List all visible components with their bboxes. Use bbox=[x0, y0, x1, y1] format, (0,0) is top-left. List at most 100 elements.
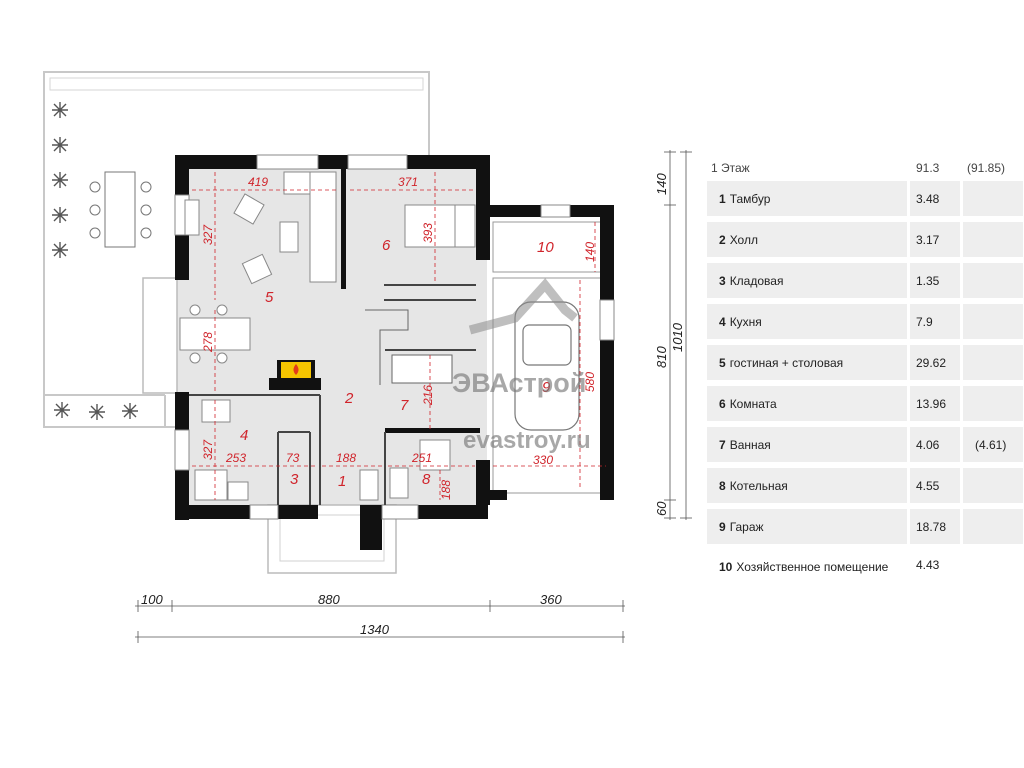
room-area: 3.48 bbox=[910, 181, 960, 216]
dimension-label: 188 bbox=[336, 451, 356, 465]
room-area: 7.9 bbox=[910, 304, 960, 339]
room-name: Хозяйственное помещение bbox=[736, 560, 889, 574]
room-area: 4.55 bbox=[910, 468, 960, 503]
room-area: 3.17 bbox=[910, 222, 960, 257]
room-number: 4 bbox=[240, 427, 248, 444]
room-number: 3 bbox=[290, 471, 299, 488]
room-area-alt: (4.61) bbox=[963, 427, 1023, 462]
watermark-logo: ЭВАстрой evastroy.ru bbox=[452, 278, 591, 454]
room-area: 13.96 bbox=[910, 386, 960, 421]
dimension-label: 580 bbox=[583, 372, 597, 392]
dimension-label: 327 bbox=[201, 224, 215, 245]
dimension-label: 371 bbox=[398, 175, 418, 189]
fireplace-icon bbox=[269, 360, 321, 390]
room-name: Кладовая bbox=[729, 273, 784, 288]
dimension-label: 140 bbox=[654, 173, 669, 195]
room-number: 2 bbox=[344, 390, 354, 407]
room-area: 4.43 bbox=[916, 558, 940, 572]
room-index: 4 bbox=[719, 314, 726, 329]
room-area-alt bbox=[963, 468, 1023, 503]
total-area-alt: (91.85) bbox=[967, 161, 1006, 175]
room-index: 2 bbox=[719, 232, 726, 247]
room-index: 1 bbox=[719, 191, 726, 206]
room-area-alt bbox=[963, 222, 1023, 257]
dimension-label: 330 bbox=[533, 453, 553, 467]
room-name: Комната bbox=[729, 396, 777, 411]
exterior-dimension-lines bbox=[135, 150, 692, 643]
plant-icon bbox=[52, 102, 138, 420]
dimension-label: 188 bbox=[439, 480, 453, 500]
floor-label: 1 Этаж bbox=[711, 161, 750, 175]
room-area: 4.06 bbox=[910, 427, 960, 462]
dimension-label: 216 bbox=[421, 385, 435, 406]
side-entry bbox=[142, 277, 178, 394]
room-number: 8 bbox=[422, 471, 431, 488]
walls bbox=[175, 155, 614, 550]
total-area: 91.3 bbox=[916, 161, 940, 175]
room-area: 29.62 bbox=[910, 345, 960, 380]
dimension-label: 419 bbox=[248, 175, 268, 189]
dimension-label: 251 bbox=[411, 451, 432, 465]
dimension-label: 73 bbox=[286, 451, 300, 465]
windows bbox=[174, 154, 615, 520]
room-area-alt bbox=[963, 386, 1023, 421]
room-number: 9 bbox=[542, 379, 551, 396]
exterior-dimensions: 100 880 360 1340 140 810 60 1010 bbox=[141, 173, 685, 637]
room-index: 10 bbox=[719, 560, 733, 574]
dimension-label: 880 bbox=[318, 592, 340, 607]
room-index: 7 bbox=[719, 437, 726, 452]
room-area-alt bbox=[963, 509, 1023, 544]
room-name: Тамбур bbox=[729, 191, 771, 206]
room-name: Ванная bbox=[729, 437, 771, 452]
room-name: Холл bbox=[729, 232, 758, 247]
room-number: 7 bbox=[400, 397, 409, 414]
room-area-alt bbox=[963, 345, 1023, 380]
dimension-label: 810 bbox=[654, 346, 669, 368]
dimension-label: 253 bbox=[225, 451, 246, 465]
dimension-label: 140 bbox=[583, 242, 597, 262]
watermark-brand: ЭВАстрой bbox=[452, 368, 586, 398]
room-number: 5 bbox=[265, 289, 274, 306]
room-index: 8 bbox=[719, 478, 726, 493]
car-icon bbox=[514, 301, 580, 431]
dimension-label: 360 bbox=[540, 592, 562, 607]
room-name: гостиная + столовая bbox=[729, 355, 844, 370]
room-area: 18.78 bbox=[910, 509, 960, 544]
room-area-alt bbox=[963, 181, 1023, 216]
room-numbers: 1 2 3 4 5 6 7 8 9 10 bbox=[240, 237, 554, 490]
floor-plan: 1 2 3 4 5 6 7 8 9 10 419 371 327 393 278… bbox=[43, 71, 692, 643]
room-index: 6 bbox=[719, 396, 726, 411]
room-name: Котельная bbox=[729, 478, 788, 493]
dimension-label: 327 bbox=[201, 439, 215, 460]
porch bbox=[267, 504, 397, 574]
room-name: Гараж bbox=[729, 519, 764, 534]
room-number: 1 bbox=[338, 473, 346, 490]
room-number: 10 bbox=[537, 239, 554, 256]
room-number: 6 bbox=[382, 237, 391, 254]
dimension-label: 1340 bbox=[360, 622, 390, 637]
dimension-label: 393 bbox=[421, 223, 435, 243]
dimension-label: 1010 bbox=[670, 322, 685, 352]
dimension-label: 278 bbox=[201, 332, 215, 353]
room-area-alt bbox=[963, 263, 1023, 298]
watermark-site: evastroy.ru bbox=[463, 427, 591, 454]
room-area: 1.35 bbox=[910, 263, 960, 298]
room-area-alt bbox=[963, 304, 1023, 339]
room-index: 3 bbox=[719, 273, 726, 288]
table-header: 1 Этаж 91.3 (91.85) bbox=[707, 155, 1023, 181]
room-name: Кухня bbox=[729, 314, 762, 329]
stairs bbox=[365, 309, 453, 385]
terrace-table bbox=[89, 171, 152, 248]
dimension-label: 100 bbox=[141, 592, 163, 607]
interior-dimensions: 419 371 327 393 278 327 253 73 188 251 3… bbox=[201, 175, 597, 500]
